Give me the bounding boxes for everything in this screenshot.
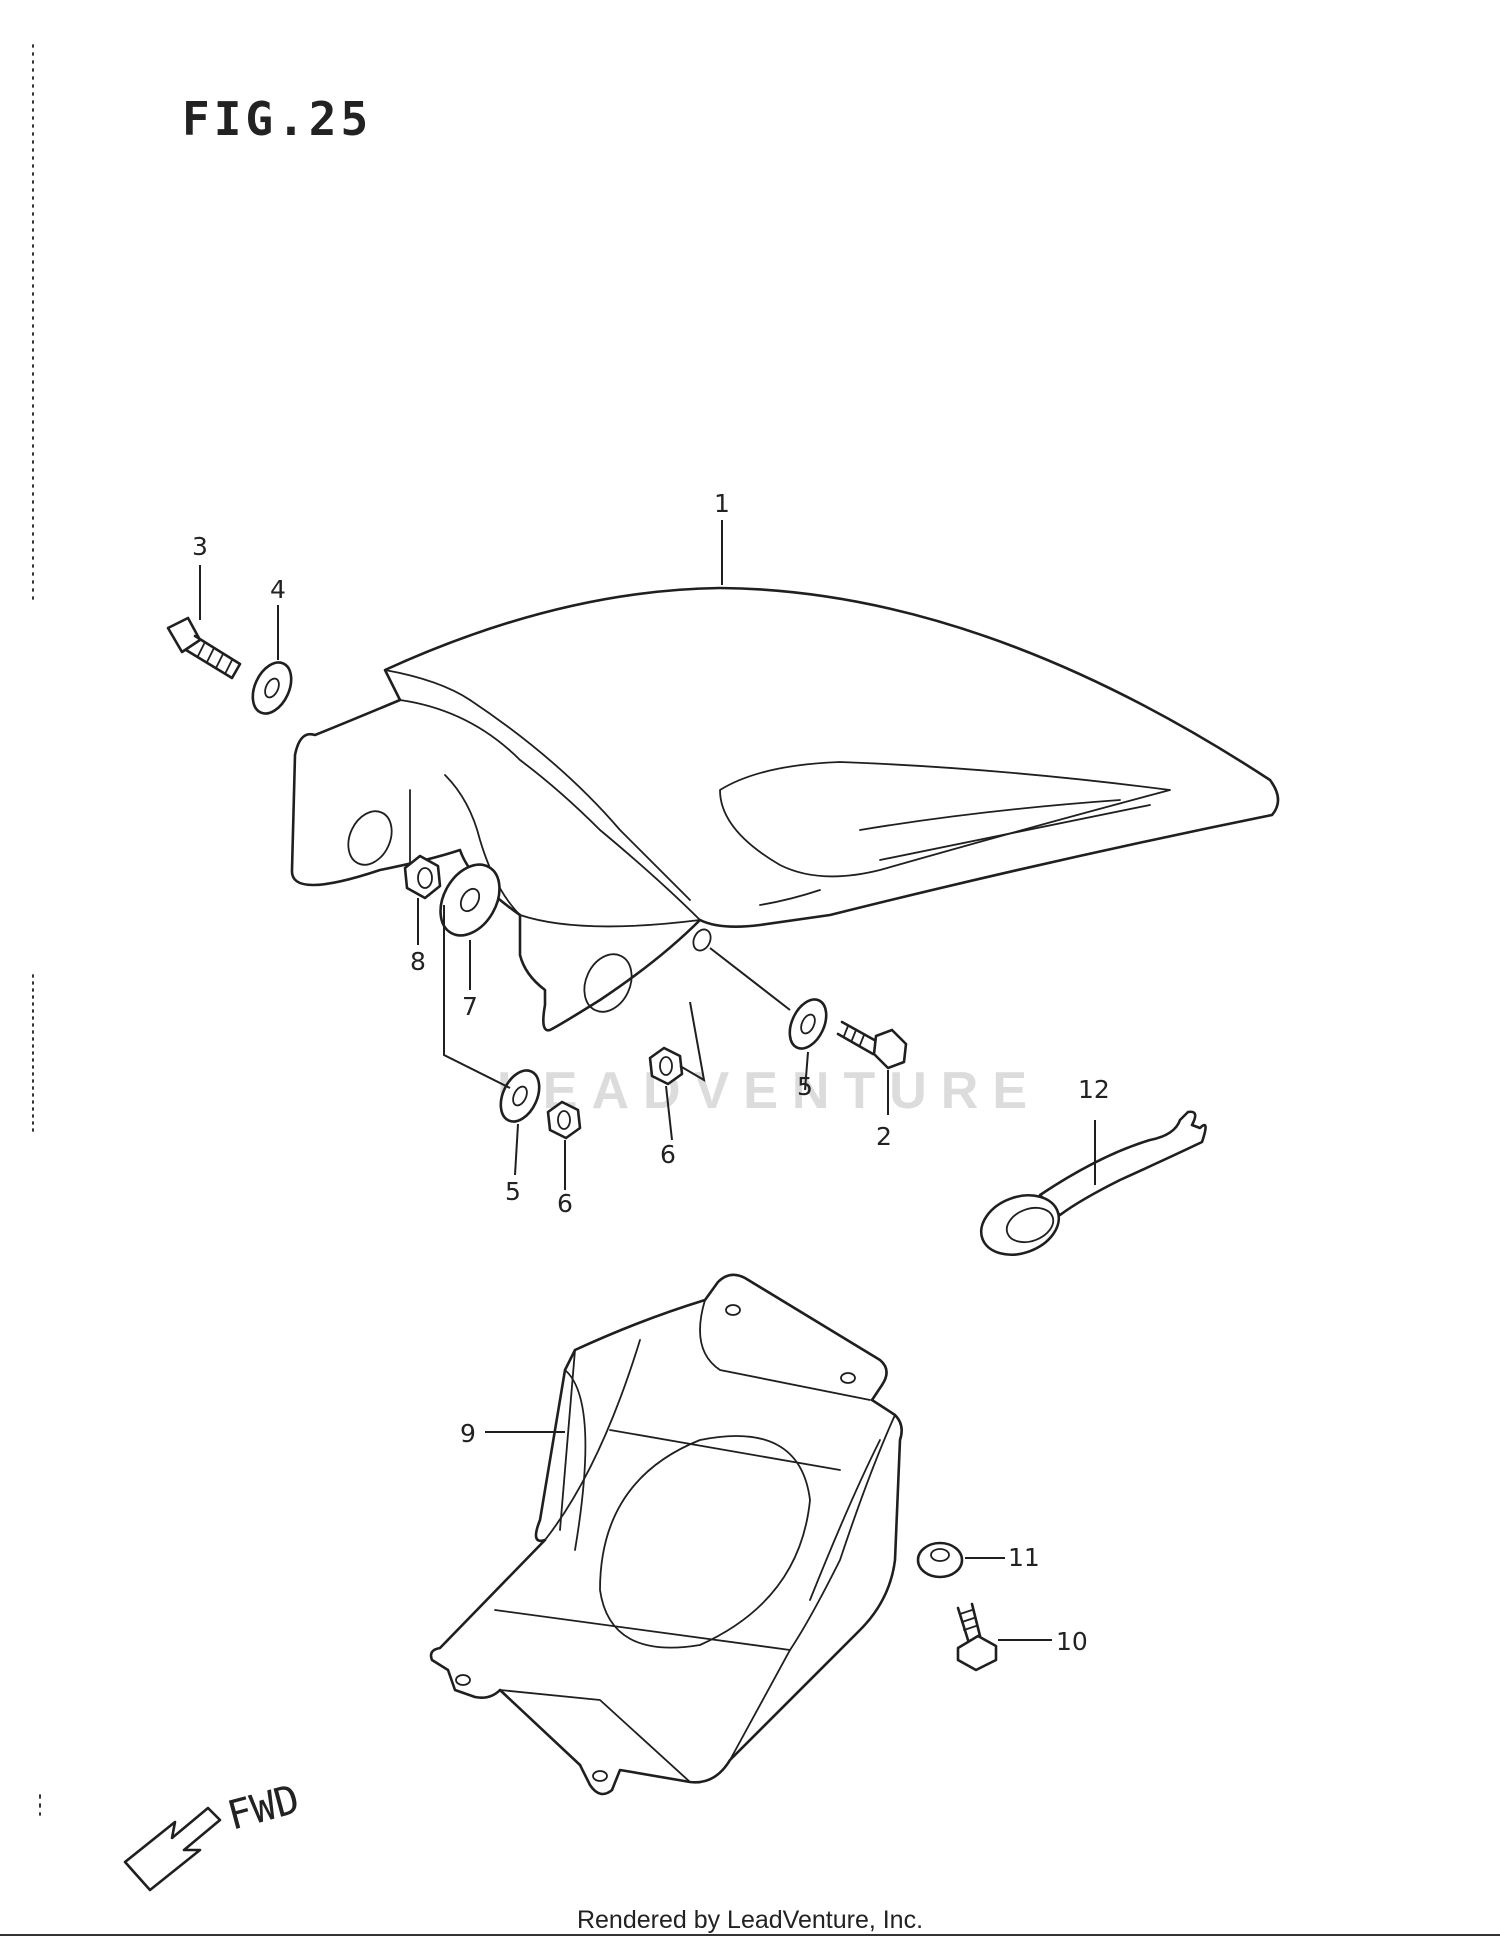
guard-9-right-flange <box>789 1414 896 1651</box>
fwd-label: FWD <box>223 1777 305 1840</box>
leader-5-lower <box>514 1123 519 1176</box>
washer-part-11 <box>916 1541 964 1579</box>
bolt-2-shank <box>836 1020 880 1056</box>
tool-12-handle <box>1038 1110 1207 1217</box>
guard-9-right-edge <box>809 1439 881 1601</box>
callout-8: 8 <box>410 947 426 976</box>
washer-4-ring <box>251 661 293 715</box>
washer-5-lower-hole <box>512 1085 528 1107</box>
guard-9-hole-4 <box>592 1770 608 1782</box>
washer-5-right-hole <box>800 1013 816 1035</box>
callout-labels: 1 2 3 4 5 5 6 6 7 8 9 10 11 12 <box>192 489 1110 1656</box>
tool-12-ring <box>979 1194 1061 1256</box>
fender-mount-hole-right <box>583 953 633 1013</box>
nut-8-body <box>403 854 442 900</box>
callout-1: 1 <box>714 489 730 518</box>
nut-6-lower-body <box>546 1100 582 1140</box>
bolt-part-2 <box>836 1020 908 1070</box>
leader-5-right-to-fender <box>709 947 791 1011</box>
fender-rear-tip <box>759 889 821 906</box>
nut-8-hole <box>417 867 433 889</box>
bolt-2-head <box>872 1028 908 1070</box>
fwd-indicator: FWD <box>123 1777 305 1892</box>
leader-6-center-to-fender <box>679 1001 706 1082</box>
leader-6-center <box>665 1085 673 1141</box>
bolt-2-thread <box>843 1025 865 1046</box>
washer-7-ring <box>439 863 501 937</box>
tool-part-12 <box>979 1110 1207 1256</box>
washer-part-5-lower <box>499 1069 541 1123</box>
guard-9-hole-1 <box>725 1304 741 1316</box>
figure-title: FIG.25 <box>182 92 373 146</box>
scan-margin-marks <box>32 44 41 1816</box>
fender-recess-line <box>859 799 1121 831</box>
guard-9-recess <box>599 1435 811 1649</box>
fender-small-hole <box>692 928 712 952</box>
guard-9-crease <box>609 1429 841 1471</box>
leader-lines <box>199 520 1096 1641</box>
nut-part-6-lower <box>546 1100 582 1140</box>
guard-9-left-edge <box>559 1349 576 1531</box>
bolt-3-thread <box>197 641 233 675</box>
rear-fender-part <box>290 586 1280 1032</box>
callout-12: 12 <box>1078 1075 1110 1104</box>
washer-11-ring <box>916 1541 964 1579</box>
washer-11-hole <box>930 1548 950 1562</box>
guard-9-fold-top <box>699 1299 871 1401</box>
leader-7-to-5 <box>443 905 511 1089</box>
bolt-10-head <box>956 1634 998 1672</box>
footer-rule <box>0 1934 1500 1936</box>
watermark-text: LEADVENTURE <box>497 1062 1041 1120</box>
guard-9-hole-3 <box>455 1674 471 1686</box>
bolt-part-10 <box>956 1602 998 1672</box>
fender-side-rib <box>444 774 521 916</box>
callout-2: 2 <box>876 1122 892 1151</box>
fender-mount-hole-left <box>347 810 393 866</box>
nut-part-6-center <box>648 1046 684 1086</box>
callout-9: 9 <box>460 1419 476 1448</box>
fender-recess-line-2 <box>879 804 1151 861</box>
washer-7-hole <box>459 887 481 913</box>
fender-crease-line <box>469 699 691 901</box>
callout-4: 4 <box>270 575 286 604</box>
callout-11: 11 <box>1008 1543 1040 1572</box>
leader-5-right <box>804 1051 809 1091</box>
washer-part-7 <box>439 863 501 937</box>
callout-5-lower: 5 <box>505 1177 521 1206</box>
callout-10: 10 <box>1056 1627 1088 1656</box>
bolt-part-3 <box>166 616 242 680</box>
callout-7: 7 <box>462 992 478 1021</box>
guard-part-9 <box>429 1273 903 1796</box>
fender-lip-line <box>384 669 471 701</box>
footer-credit: Rendered by LeadVenture, Inc. <box>576 1906 924 1934</box>
nut-part-8 <box>403 854 442 900</box>
callout-3: 3 <box>192 532 208 561</box>
guard-9-hole-2 <box>840 1372 856 1384</box>
washer-5-right-ring <box>788 998 828 1050</box>
washer-5-lower-ring <box>499 1069 541 1123</box>
callout-5-right: 5 <box>797 1072 813 1101</box>
washer-4-hole <box>264 677 280 699</box>
guard-9-bottom-lip <box>499 1689 691 1783</box>
nut-6-center-body <box>648 1046 684 1086</box>
fender-recess <box>719 761 1171 878</box>
fender-bottom-edge <box>519 914 701 928</box>
callout-6-lower: 6 <box>557 1189 573 1218</box>
fender-inner-arc <box>399 699 701 921</box>
callout-6-center: 6 <box>660 1140 676 1169</box>
tool-12-ring-inner <box>1005 1206 1055 1244</box>
bolt-10-thread <box>959 1609 977 1631</box>
nut-6-center-hole <box>659 1056 673 1076</box>
washer-part-4 <box>251 661 293 715</box>
guard-9-bottom-fold <box>494 1609 791 1761</box>
nut-6-lower-hole <box>557 1110 571 1130</box>
washer-part-5-right <box>788 998 828 1050</box>
guard-9-outline <box>429 1273 903 1796</box>
guard-9-fold-left <box>544 1339 641 1541</box>
fwd-arrow-icon <box>123 1806 222 1892</box>
